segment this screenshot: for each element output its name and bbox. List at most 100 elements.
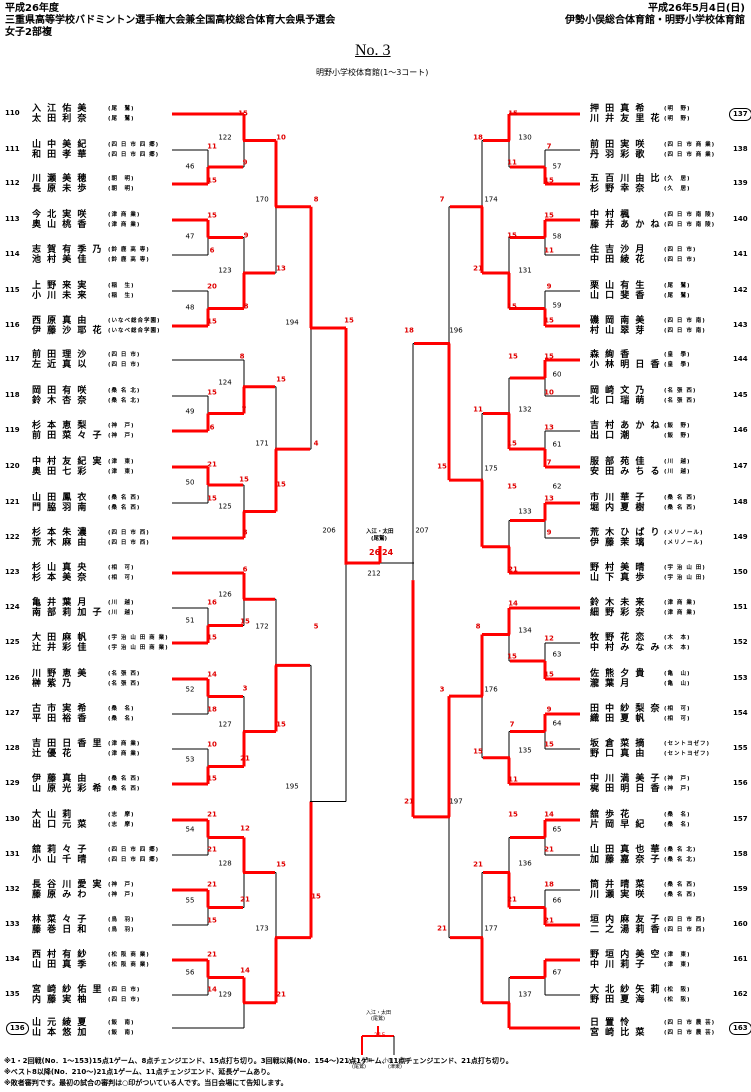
match-number: 54 (185, 825, 195, 834)
player-name: 森 絢 香 (590, 350, 631, 360)
match-number: 59 (552, 301, 562, 310)
player-name: 辻 井 彩 佳 (32, 643, 88, 653)
player-name: 奥 田 七 彩 (32, 467, 88, 477)
player-name: 市 川 華 子 (590, 493, 646, 503)
school-name: (津 東) (108, 459, 135, 465)
seed-number: 138 (733, 145, 748, 153)
score: 9 (546, 528, 552, 537)
player-name: 大 田 麻 帆 (32, 633, 88, 643)
score: 15 (437, 462, 447, 471)
player-name: 杉 本 美 奈 (32, 573, 88, 583)
seed-number: 156 (733, 779, 748, 787)
school-name: (桑 名 西) (664, 495, 697, 501)
score: 10 (276, 133, 286, 142)
school-name: (メリノール) (664, 530, 704, 536)
seed-number: 158 (733, 850, 748, 858)
venue-list: 伊勢小俣総合体育館・明野小学校体育館 (565, 15, 745, 26)
school-name: (桑 名 西) (664, 505, 697, 511)
score: 15 (544, 211, 554, 220)
player-name: 住 吉 沙 月 (590, 245, 646, 255)
match-number: 177 (484, 924, 498, 933)
school-name: (相 可) (664, 716, 691, 722)
player-name: 中 村 み な み (590, 643, 662, 653)
score: 7 (509, 720, 515, 729)
school-name: (飯 南) (108, 1030, 135, 1036)
seed-number: 117 (5, 355, 20, 363)
player-name: 田 中 紗 梨 奈 (590, 704, 662, 714)
player-name: 栗 山 有 生 (590, 281, 646, 291)
mini-left-school: (尾鷲) (352, 1064, 366, 1070)
match-number: 58 (552, 232, 562, 241)
match-number: 125 (218, 502, 232, 511)
school-name: (川 越) (664, 469, 691, 475)
player-name: 志 賀 有 季 乃 (32, 245, 104, 255)
school-name: (明 野) (664, 106, 691, 112)
player-name: 村 山 翠 芽 (590, 326, 646, 336)
mini-winner-school: (尾鷲) (371, 1016, 385, 1022)
seed-number: 129 (5, 779, 20, 787)
school-name: (相 可) (108, 575, 135, 581)
mini-match-number: 215 (374, 1032, 386, 1039)
school-name: (桑 名 西) (108, 786, 141, 792)
player-name: 山 本 悠 加 (32, 1028, 88, 1038)
score: 21 (240, 895, 250, 904)
seed-number: 119 (5, 426, 20, 434)
score: 15 (473, 747, 483, 756)
player-name: 長 原 未 歩 (32, 184, 88, 194)
player-name: 舘 莉 々 子 (32, 845, 88, 855)
score: 15 (544, 352, 554, 361)
score: 8 (313, 195, 319, 204)
seed-number: 134 (5, 955, 20, 963)
seed-number: 132 (5, 885, 20, 893)
player-name: 野 垣 内 美 空 (590, 950, 662, 960)
match-number: 60 (552, 370, 562, 379)
player-name: 織 田 夏 帆 (590, 714, 646, 724)
score: 21 (507, 895, 517, 904)
player-name: 藤 井 あ か ね (590, 220, 662, 230)
match-number: 128 (218, 859, 232, 868)
score: 15 (276, 375, 286, 384)
match-number: 124 (218, 378, 232, 387)
player-name: 小 山 千 晴 (32, 855, 88, 865)
score: 15 (207, 774, 217, 783)
player-name: 太 田 利 奈 (32, 114, 88, 124)
score: 18 (544, 880, 554, 889)
player-name: 佐 熊 夕 貴 (590, 669, 646, 679)
match-number: 62 (552, 482, 562, 491)
score: 15 (239, 475, 249, 484)
school-name: (いなべ総合学園) (108, 328, 161, 334)
school-name: (稲 生) (108, 293, 135, 299)
player-name: 出 口 元 菜 (32, 820, 88, 830)
school-name: (松 阪) (664, 987, 691, 993)
score: 15 (544, 740, 554, 749)
score: 8 (475, 622, 481, 631)
match-number: 196 (449, 326, 463, 335)
score: 11 (508, 775, 518, 784)
player-name: 小 林 明 日 香 (590, 360, 662, 370)
venue-title: 明野小学校体育館(1～3コート) (316, 68, 429, 77)
match-number: 123 (218, 266, 232, 275)
player-name: 中 川 満 美 子 (590, 774, 662, 784)
match-number: 135 (518, 746, 532, 755)
player-name: 野 田 夏 海 (590, 995, 646, 1005)
seed-number: 163 (729, 1022, 751, 1035)
school-name: (四 日 市) (664, 247, 697, 253)
match-number: 49 (185, 407, 195, 416)
player-name: 前 田 理 沙 (32, 350, 88, 360)
score: 18 (404, 326, 414, 335)
score: 21 (508, 565, 518, 574)
school-name: (宇 治 山 田 商 業) (108, 635, 169, 641)
school-name: (桑 名) (108, 716, 135, 722)
player-name: 垣 内 麻 友 子 (590, 915, 662, 925)
seed-number: 111 (5, 145, 20, 153)
score: 15 (207, 176, 217, 185)
seed-number: 162 (733, 990, 748, 998)
score: 21 (473, 860, 483, 869)
player-name: 吉 田 日 香 里 (32, 739, 104, 749)
seed-number: 122 (5, 533, 20, 541)
player-name: 山 中 美 紀 (32, 140, 88, 150)
score: 21 (240, 754, 250, 763)
score: 15 (544, 176, 554, 185)
player-name: 中 村 友 紀 実 (32, 457, 104, 467)
school-name: (津 商 業) (664, 600, 697, 606)
